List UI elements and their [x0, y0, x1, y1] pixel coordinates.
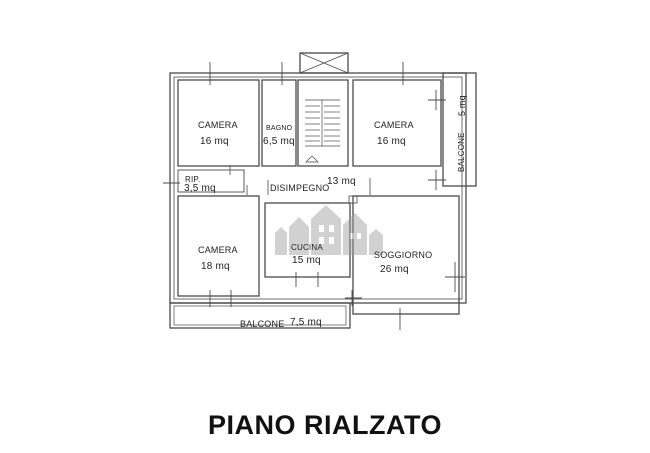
room-name-camera-sw: CAMERA	[198, 245, 238, 255]
rip-walls	[177, 169, 245, 193]
room-area-bagno: 6,5 mq	[263, 136, 295, 147]
room-area-cucina: 15 mq	[292, 255, 321, 266]
watermark-house-icon	[275, 205, 383, 255]
camera-sw-walls	[177, 195, 260, 297]
camera-ne-walls	[352, 79, 442, 167]
balcone-east-wall	[442, 72, 477, 187]
room-name-balcone-south: BALCONE	[240, 319, 285, 329]
room-area-camera-sw: 18 mq	[201, 261, 230, 272]
room-area-camera-ne: 16 mq	[377, 136, 406, 147]
room-name-camera-ne: CAMERA	[374, 120, 414, 130]
room-name-soggiorno: SOGGIORNO	[374, 250, 433, 260]
floor-title: PIANO RIALZATO	[208, 410, 442, 440]
room-area-balcone-east: 5 mq	[457, 95, 467, 116]
camera-nw-walls	[177, 79, 260, 167]
cucina-walls	[264, 202, 351, 278]
room-name-disimpegno: DISIMPEGNO	[270, 183, 330, 193]
room-area-soggiorno: 26 mq	[380, 264, 409, 275]
room-area-rip: 3,5 mq	[184, 183, 216, 194]
room-name-bagno: BAGNO	[266, 125, 293, 132]
room-area-camera-nw: 16 mq	[200, 136, 229, 147]
balcone-south-wall	[169, 302, 351, 329]
stairwell	[297, 79, 349, 167]
room-name-cucina: CUCINA	[291, 243, 323, 252]
room-area-balcone-south: 7,5 mq	[290, 317, 322, 328]
room-name-rip: RIP.	[185, 175, 201, 184]
room-name-balcone-east: BALCONE	[457, 132, 466, 172]
bagno-walls	[261, 79, 297, 167]
stair-entrance	[299, 52, 349, 74]
room-area-disimpegno: 13 mq	[327, 176, 356, 187]
room-name-camera-nw: CAMERA	[198, 120, 238, 130]
